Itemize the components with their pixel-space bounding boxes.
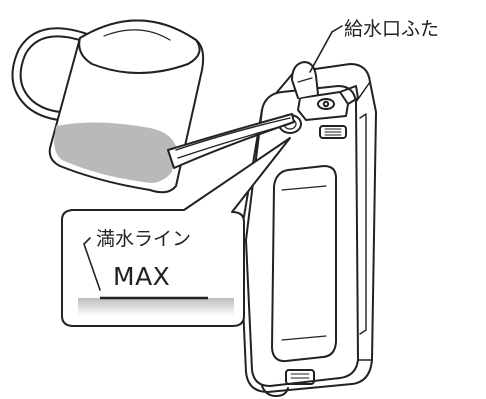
water-inlet-lid-label: 給水口ふた [344, 18, 440, 40]
max-mark-label: MAX [113, 262, 171, 291]
callout-box [61, 137, 291, 327]
full-water-line-label: 満水ライン [96, 228, 192, 250]
lid-leader [309, 25, 343, 73]
full-line-leader [83, 237, 101, 291]
pitcher-icon [11, 19, 295, 194]
water-tank-icon [239, 61, 377, 397]
